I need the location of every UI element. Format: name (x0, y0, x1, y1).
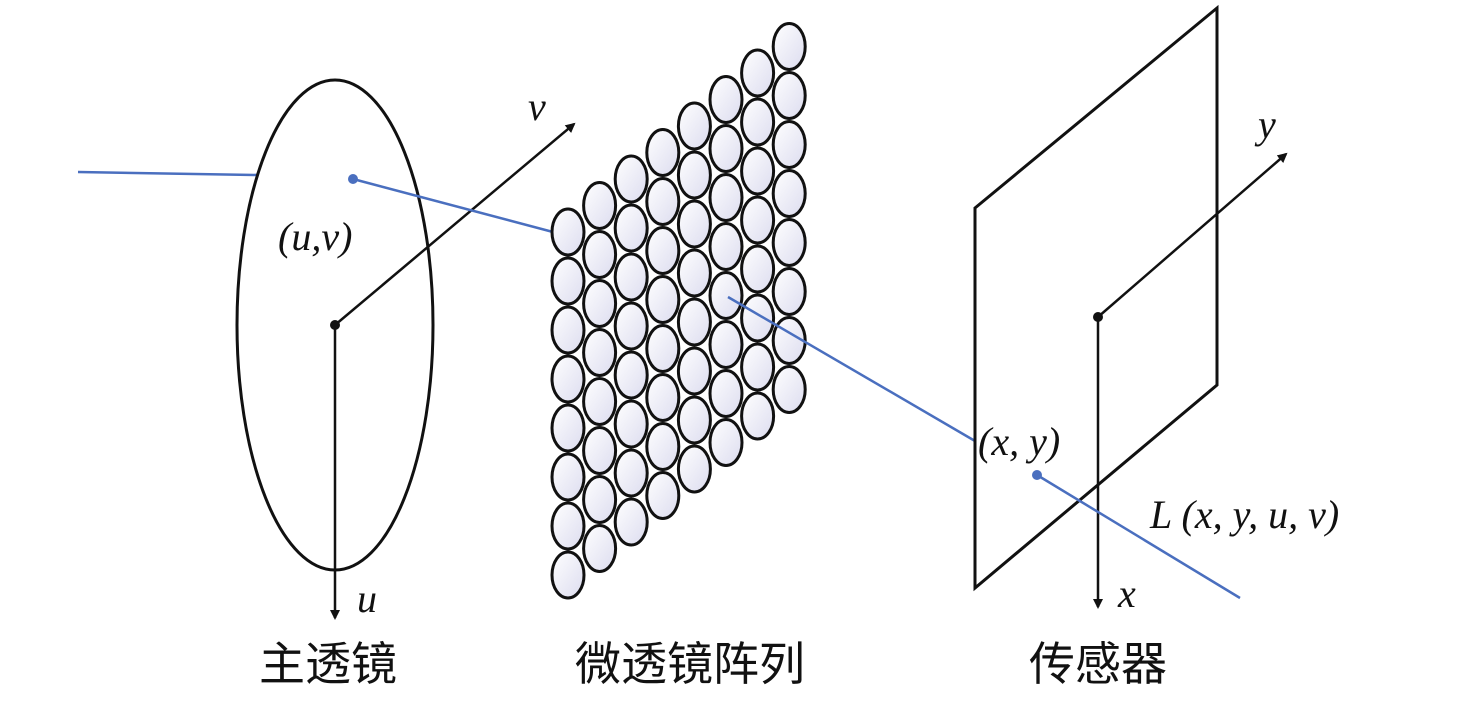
microlens (676, 297, 712, 347)
microlens (740, 97, 776, 147)
microlens (582, 475, 618, 524)
microlens (613, 252, 649, 302)
point-uv-dot (348, 174, 358, 184)
microlens (645, 177, 681, 226)
microlens (676, 395, 712, 445)
microlens (676, 199, 712, 249)
microlens (676, 346, 712, 396)
ray-lens-to-microlens (352, 177, 554, 234)
microlens (708, 75, 744, 124)
axis-v-label: v (528, 84, 546, 129)
microlens (645, 226, 681, 275)
microlens (613, 497, 649, 547)
microlens (582, 279, 618, 328)
sensor-origin (1093, 312, 1103, 322)
microlens (645, 128, 681, 177)
microlens (550, 550, 586, 600)
microlens (613, 203, 649, 253)
point-uv-label: (u,v) (278, 214, 352, 259)
microlens (740, 244, 776, 294)
microlens (771, 169, 807, 218)
main-lens-caption: 主透镜 (259, 637, 397, 691)
microlens (708, 418, 744, 467)
microlens (708, 222, 744, 271)
microlens (740, 195, 776, 245)
microlens (676, 101, 712, 151)
microlens (550, 501, 586, 551)
point-xy-label: (x, y) (978, 419, 1060, 464)
microlens (582, 426, 618, 475)
microlens (550, 354, 586, 404)
microlens (645, 422, 681, 471)
microlens (771, 120, 807, 169)
microlens (676, 444, 712, 494)
microlens (582, 230, 618, 279)
microlens (740, 391, 776, 441)
microlens (582, 377, 618, 426)
microlens (740, 146, 776, 196)
axis-x-label: x (1117, 571, 1136, 616)
microlens (582, 328, 618, 377)
microlens (550, 256, 586, 306)
point-xy-dot (1032, 470, 1042, 480)
microlens-array (550, 22, 807, 600)
microlens (676, 248, 712, 298)
outgoing-ray (1036, 473, 1241, 600)
microlens (645, 471, 681, 520)
microlens (740, 342, 776, 392)
microlens (613, 350, 649, 400)
axis-u-label: u (357, 576, 377, 621)
sensor-caption: 传感器 (1029, 637, 1167, 691)
light-field-label: L (x, y, u, v) (1149, 492, 1339, 537)
microlens (550, 452, 586, 502)
microlens (771, 365, 807, 414)
microlens (708, 124, 744, 173)
microlens (771, 71, 807, 120)
microlens (613, 448, 649, 498)
microlens (771, 218, 807, 267)
microlens (645, 373, 681, 422)
ray-microlens-to-sensor (727, 295, 976, 443)
microlens (708, 320, 744, 369)
microlens (582, 181, 618, 230)
microlens (645, 324, 681, 373)
microlens (645, 275, 681, 324)
microlens (708, 173, 744, 222)
microlens-array-caption: 微透镜阵列 (575, 637, 805, 691)
microlens (613, 301, 649, 351)
microlens (582, 524, 618, 573)
microlens (550, 207, 586, 257)
incoming-ray (77, 170, 259, 177)
v-axis (334, 122, 576, 326)
microlens (740, 48, 776, 98)
microlens (771, 267, 807, 316)
microlens (550, 305, 586, 355)
microlens (708, 369, 744, 418)
y-axis (1097, 152, 1288, 318)
main-lens-origin (330, 320, 340, 330)
microlens (613, 399, 649, 449)
microlens (740, 293, 776, 343)
microlens (613, 154, 649, 204)
microlens (676, 150, 712, 200)
microlens (708, 271, 744, 320)
microlens (771, 22, 807, 71)
axis-y-label: y (1254, 102, 1276, 147)
sensor-plane (973, 4, 1219, 592)
microlens (550, 403, 586, 453)
